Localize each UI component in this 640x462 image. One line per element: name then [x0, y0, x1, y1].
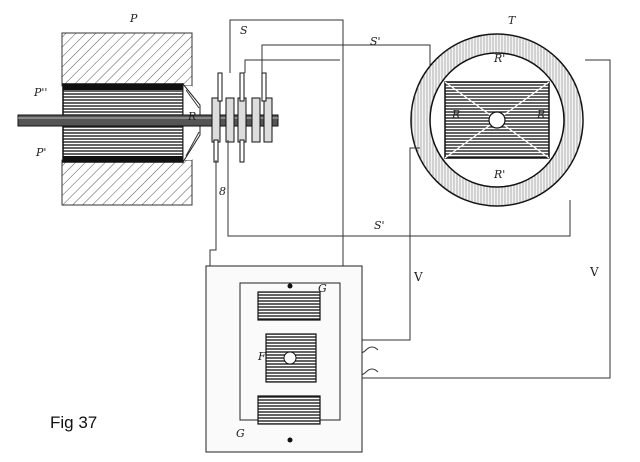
ring-motor-t — [405, 33, 589, 207]
label-s-prime-bottom: S' — [374, 219, 385, 232]
shaft — [17, 114, 279, 127]
label-eight: 8 — [219, 185, 226, 198]
label-r-prime-bottom: R' — [493, 168, 505, 181]
label-f: F — [257, 350, 266, 363]
label-v-right: V — [589, 265, 599, 279]
label-s-prime-top: S' — [370, 35, 381, 48]
label-p-double-prime: P'' — [33, 86, 47, 99]
label-t: T — [508, 14, 517, 27]
label-p: P — [129, 12, 138, 25]
label-v-left: V — [413, 270, 423, 284]
label-g-top: G — [318, 282, 327, 295]
label-s-top: S — [240, 24, 248, 37]
slip-rings — [211, 72, 273, 163]
label-p-prime: P' — [35, 146, 46, 159]
label-r-prime-top: R' — [493, 52, 505, 65]
label-r-shaft: R — [187, 110, 196, 123]
figure-caption: Fig 37 — [50, 413, 98, 432]
label-r-left: R — [451, 108, 460, 121]
label-g-bottom: G — [236, 427, 245, 440]
label-r-right: R — [536, 108, 545, 121]
generator-base — [205, 265, 363, 453]
